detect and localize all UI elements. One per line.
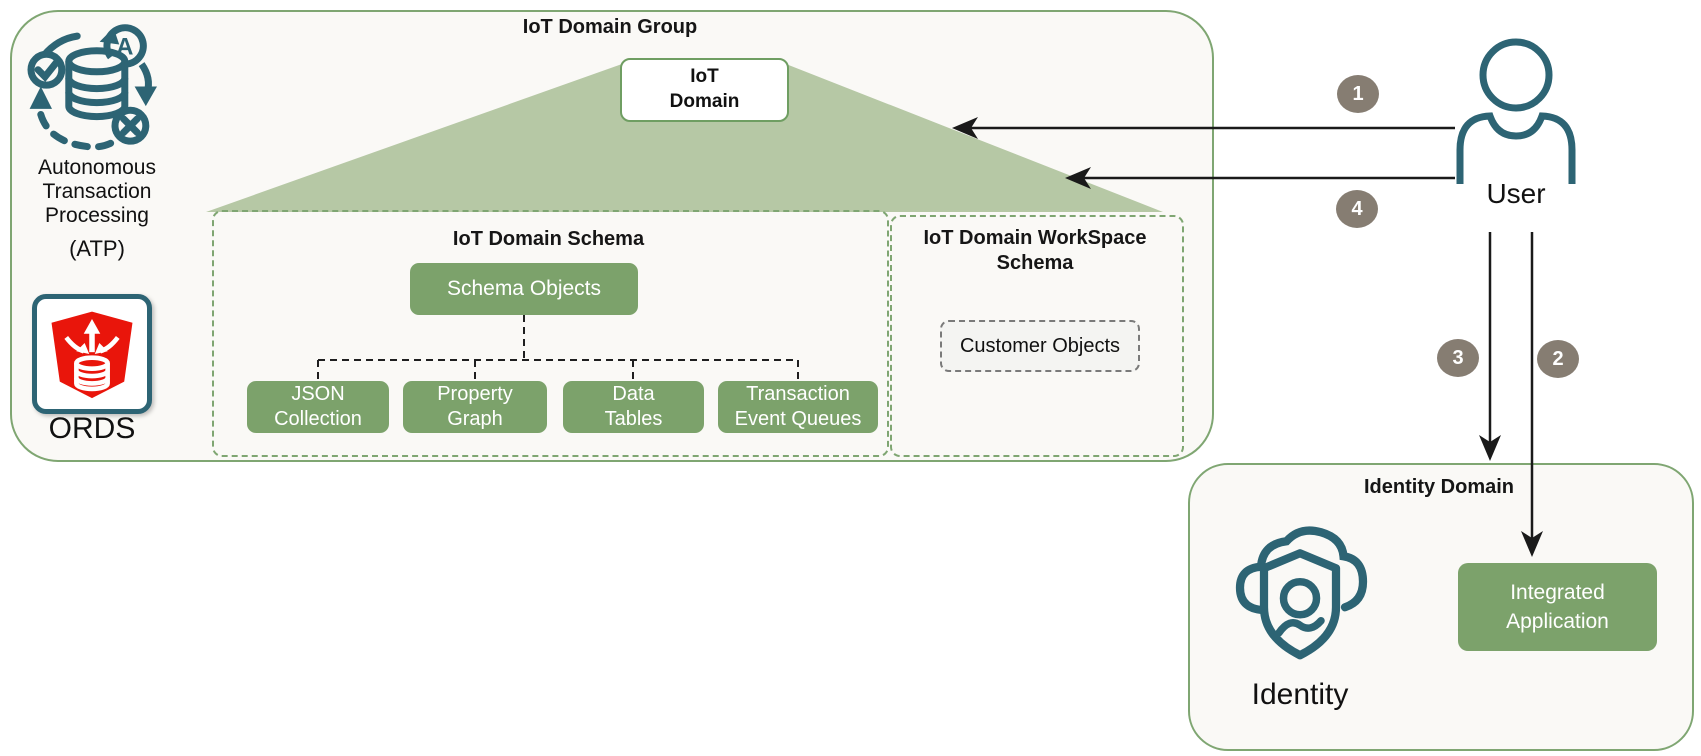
ords-shield-graphic xyxy=(51,311,133,399)
transaction-event-queues-box: Transaction Event Queues xyxy=(718,381,878,433)
json-collection-line2: Collection xyxy=(274,408,362,430)
workspace-title-line2: Schema xyxy=(996,252,1074,274)
customer-objects-label: Customer Objects xyxy=(959,334,1121,357)
iot-domain-box: IoT Domain xyxy=(620,58,789,122)
atp-label-line2: Transaction xyxy=(42,180,152,204)
identity-domain-title: Identity Domain xyxy=(1363,476,1514,498)
ords-icon xyxy=(32,294,152,414)
atp-database-icon: A xyxy=(27,24,157,151)
iot-domain-workspace-title: IoT Domain WorkSpace Schema xyxy=(890,226,1180,276)
atp-down-arrowhead xyxy=(134,86,157,107)
iot-domain-box-line1: IoT xyxy=(690,66,719,88)
atp-label-line1: Autonomous xyxy=(38,156,156,179)
user-icon xyxy=(1456,38,1576,184)
identity-label: Identity xyxy=(1251,678,1349,711)
customer-objects-box: Customer Objects xyxy=(940,320,1140,372)
flow-badge-4: 4 xyxy=(1336,190,1378,228)
atp-cancel-badge xyxy=(111,106,150,145)
user-label: User xyxy=(1486,178,1546,209)
integrated-app-line1: Integrated xyxy=(1510,580,1605,604)
iot-domain-schema-title: IoT Domain Schema xyxy=(452,228,645,250)
atp-abbreviation: (ATP) xyxy=(69,236,125,261)
data-tables-line2: Tables xyxy=(604,408,663,430)
atp-label: Autonomous Transaction Processing xyxy=(8,156,186,228)
transaction-queues-line2: Event Queues xyxy=(734,408,862,430)
flow-badge-2: 2 xyxy=(1537,340,1579,378)
integrated-app-line2: Application xyxy=(1506,610,1609,633)
atp-up-arrowhead xyxy=(29,86,52,109)
data-tables-box: Data Tables xyxy=(563,381,704,433)
integrated-application-box: Integrated Application xyxy=(1458,563,1657,651)
json-collection-box: JSON Collection xyxy=(247,381,389,433)
flow-badge-1: 1 xyxy=(1337,75,1379,113)
identity-cloud-shield-icon xyxy=(1235,526,1368,660)
data-tables-line1: Data xyxy=(612,383,655,405)
schema-objects-label: Schema Objects xyxy=(446,276,602,300)
iot-domain-group-title: IoT Domain Group xyxy=(522,16,698,38)
flow-badge-3: 3 xyxy=(1437,339,1479,377)
ords-label: ORDS xyxy=(48,412,136,445)
svg-text:A: A xyxy=(116,33,133,60)
property-graph-line1: Property xyxy=(437,383,513,405)
workspace-title-line1: IoT Domain WorkSpace xyxy=(923,227,1147,249)
iot-domain-workspace-container xyxy=(890,215,1184,457)
flow-arrow-3 xyxy=(1479,232,1501,461)
atp-refresh-arrowhead xyxy=(99,27,120,45)
property-graph-box: Property Graph xyxy=(403,381,547,433)
property-graph-line2: Graph xyxy=(447,408,503,430)
atp-check-badge xyxy=(27,50,66,89)
json-collection-line1: JSON xyxy=(291,383,345,405)
schema-objects-box: Schema Objects xyxy=(410,263,638,315)
atp-label-line3: Processing xyxy=(45,204,149,228)
transaction-queues-line1: Transaction xyxy=(746,383,850,405)
iot-domain-box-line2: Domain xyxy=(669,91,740,112)
